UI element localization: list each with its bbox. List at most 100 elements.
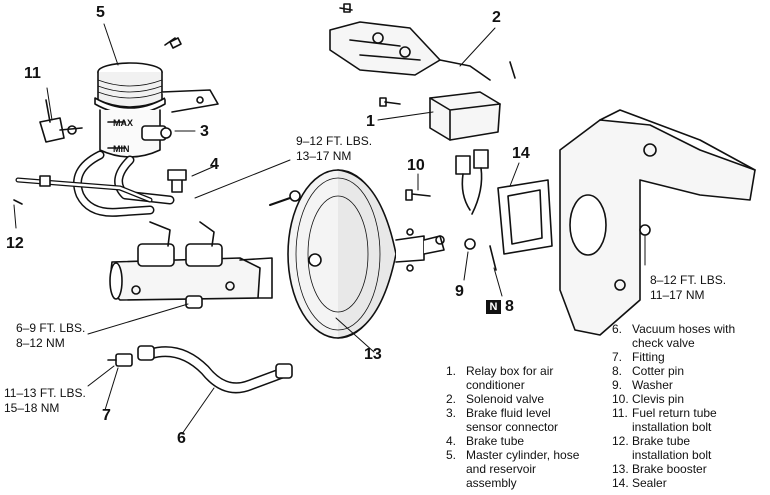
reservoir-hoses [73, 150, 175, 217]
legend-number: 4. [446, 434, 457, 448]
callout-7: 7 [102, 407, 111, 424]
legend-line: Solenoid valve [466, 392, 545, 406]
legend-line: installation bolt [632, 448, 712, 462]
torque-spec-booster: 8–12 FT. LBS. 11–17 NM [650, 273, 726, 303]
legend-line: Brake booster [632, 462, 707, 476]
legend-line: Relay box for air [466, 364, 554, 378]
legend-text: Sealer [632, 476, 768, 490]
callout-1: 1 [366, 113, 375, 130]
legend-line: Vacuum hoses with [632, 322, 736, 336]
legend-line: conditioner [466, 378, 525, 392]
legend-line: assembly [466, 476, 517, 490]
torque-line: 8–12 NM [16, 336, 65, 350]
legend-number: 10. [612, 392, 629, 406]
legend-line: Master cylinder, hose [466, 448, 580, 462]
callout-10: 10 [407, 157, 425, 174]
legend-number: 7. [612, 350, 623, 364]
leader-lines [13, 23, 646, 435]
legend-item: 4. Brake tube [446, 434, 616, 448]
legend-text: Brake booster [632, 462, 768, 476]
callout-9: 9 [455, 283, 464, 300]
legend-number: 8. [612, 364, 623, 378]
legend-line: and reservoir [466, 462, 537, 476]
vacuum-hose [137, 345, 293, 394]
legend-number: 12. [612, 434, 629, 448]
fuel-return-bracket [39, 99, 83, 143]
legend-number: 6. [612, 322, 623, 336]
callout-5: 5 [96, 4, 105, 21]
legend-text: Solenoid valve [466, 392, 616, 406]
brake-tube-bolt [167, 169, 187, 193]
relay-box [379, 91, 501, 141]
legend-text: Clevis pin [632, 392, 768, 406]
legend-number: 13. [612, 462, 629, 476]
callout-11: 11 [24, 65, 41, 82]
legend-item: 2. Solenoid valve [446, 392, 616, 406]
max-mark: MAX [113, 118, 133, 128]
legend-number: 5. [446, 448, 457, 462]
torque-spec-master-cylinder: 6–9 FT. LBS. 8–12 NM [16, 321, 85, 351]
legend-line: Sealer [632, 476, 667, 490]
legend-item: 14.Sealer [612, 476, 768, 490]
legend-item: 13.Brake booster [612, 462, 768, 476]
harness-connectors [405, 149, 497, 271]
callout-8: 8 [505, 298, 514, 315]
torque-line: 15–18 NM [4, 401, 60, 415]
min-mark: MIN [113, 144, 130, 154]
torque-line: 6–9 FT. LBS. [16, 321, 86, 335]
legend-line: installation bolt [632, 420, 712, 434]
legend-line: Washer [632, 378, 673, 392]
legend-line: Brake fluid level [466, 406, 551, 420]
legend-item: 7. Fitting [612, 350, 768, 364]
legend-number: 11. [612, 406, 628, 420]
legend-number: 3. [446, 406, 457, 420]
callout-13: 13 [364, 346, 382, 363]
sealer-gasket [497, 179, 553, 255]
legend-number: 1. [446, 364, 457, 378]
callout-2: 2 [492, 9, 501, 26]
n-badge: N [486, 300, 501, 314]
legend-text: Washer [632, 378, 768, 392]
legend-line: Brake tube [632, 434, 691, 448]
legend-item: 8. Cotter pin [612, 364, 768, 378]
legend-number: 14. [612, 476, 629, 490]
torque-line: 8–12 FT. LBS. [650, 273, 727, 287]
legend-line: sensor connector [466, 420, 559, 434]
torque-spec-brake-tube: 9–12 FT. LBS. 13–17 NM [296, 134, 372, 164]
callout-4: 4 [210, 156, 219, 173]
legend-item: 9.Washer [612, 378, 768, 392]
legend-line: check valve [632, 336, 695, 350]
legend-number: 2. [446, 392, 457, 406]
callout-14: 14 [512, 145, 530, 162]
legend-line: Fuel return tube [632, 406, 717, 420]
fitting [107, 353, 133, 367]
callout-6: 6 [177, 430, 186, 447]
torque-spec-fitting: 11–13 FT. LBS. 15–18 NM [4, 386, 86, 416]
master-cylinder [109, 221, 273, 309]
legend-line: Cotter pin [632, 364, 685, 378]
torque-line: 11–13 FT. LBS. [4, 386, 86, 400]
torque-line: 13–17 NM [296, 149, 352, 163]
legend-item: 10.Clevis pin [612, 392, 768, 406]
legend-line: Fitting [632, 350, 665, 364]
legend-line: Clevis pin [632, 392, 685, 406]
callout-12: 12 [6, 235, 24, 252]
legend-text: Cotter pin [632, 364, 768, 378]
legend-text: Brake tube [466, 434, 616, 448]
pedal-bracket [559, 109, 756, 336]
